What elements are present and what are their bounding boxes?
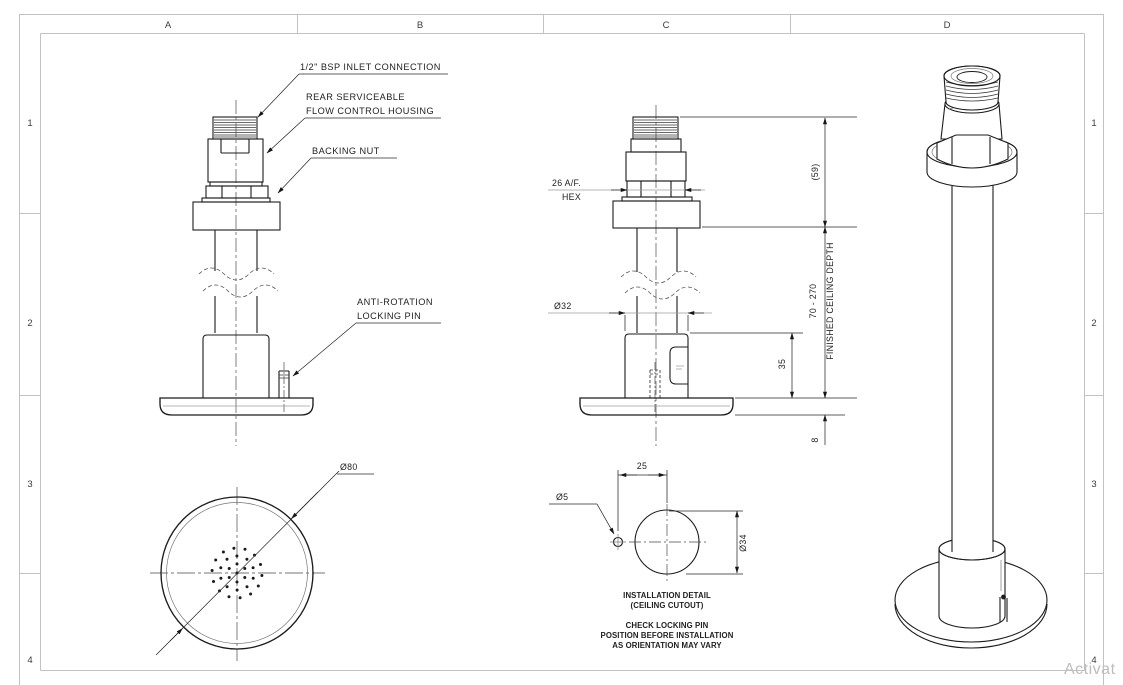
side-extension-lines	[680, 116, 857, 416]
dim-hex-across-flats: 26 A/F. HEX	[548, 178, 705, 202]
isometric-view	[894, 65, 1048, 649]
dim-body-height-35: 35	[777, 332, 795, 399]
dim-35-value: 35	[777, 359, 787, 369]
front-callouts: 1/2" BSP INLET CONNECTION REAR SERVICEAB…	[257, 62, 448, 377]
front-flow-control-housing	[207, 138, 264, 187]
callout-inlet-connection: 1/2" BSP INLET CONNECTION	[300, 62, 441, 72]
spray-holes	[210, 546, 264, 600]
grid-row-2-right: 2	[1091, 318, 1096, 329]
front-ceiling-plate	[159, 397, 314, 416]
callout-anti-rotation-line1: ANTI-ROTATION	[357, 297, 433, 307]
note-installation-detail: INSTALLATION DETAIL	[623, 591, 711, 600]
grid-row-2-left: 2	[27, 318, 32, 329]
side-ceiling-plate	[579, 397, 734, 416]
callout-rear-serviceable-line2: FLOW CONTROL HOUSING	[306, 106, 434, 116]
installation-detail-view: 25 Ø5 Ø34 INSTALLATION DETAIL (CEILING C…	[549, 461, 748, 650]
dim-hex-af-value: 26 A/F.	[552, 178, 581, 188]
grid-column-c: C	[663, 20, 670, 31]
front-locking-pin	[278, 362, 290, 414]
dim-body-diameter-32: Ø32	[548, 301, 712, 331]
dim-d32-value: Ø32	[554, 301, 572, 311]
dim-d5-value: Ø5	[556, 492, 568, 502]
side-elevation-view: 26 A/F. HEX Ø32 (59) 70 - 270 FINISHED C…	[548, 105, 857, 446]
pin-hole-detail: Ø5	[549, 492, 626, 550]
front-flange	[192, 201, 281, 231]
side-threaded-inlet	[632, 116, 679, 140]
plan-diameter-dimension: Ø80	[155, 462, 374, 656]
note-ceiling-cutout: (CEILING CUTOUT)	[631, 601, 704, 610]
dim-face-diameter: Ø80	[340, 462, 358, 472]
dim-ceiling-label: FINISHED CEILING DEPTH	[825, 242, 835, 360]
front-lower-body	[202, 334, 270, 398]
side-lower-body	[624, 333, 689, 398]
dim-59-value: (59)	[810, 164, 820, 181]
side-drop-tube	[620, 228, 701, 333]
dim-ceiling-range: 70 - 270	[808, 284, 818, 319]
dim-34-value: Ø34	[738, 534, 748, 552]
dim-offset-25: 25	[617, 461, 668, 531]
grid-row-4-left: 4	[27, 655, 32, 666]
grid-row-1-right: 1	[1091, 118, 1096, 129]
drawing-frame: A B C D 1 2 3 4 1 2 3 4	[19, 14, 1104, 685]
dim-cutout-diameter-34: Ø34	[669, 510, 748, 575]
note-check-pin-line3: AS ORIENTATION MAY VARY	[612, 641, 722, 650]
cutout-circle	[629, 504, 706, 581]
watermark-text: Activat	[1064, 661, 1116, 678]
grid-row-1-left: 1	[27, 118, 32, 129]
dim-plate-thickness-8: 8	[810, 414, 828, 445]
note-check-pin-line1: CHECK LOCKING PIN	[626, 621, 709, 630]
plan-inner-rim	[166, 502, 308, 644]
detail-notes: INSTALLATION DETAIL (CEILING CUTOUT) CHE…	[601, 591, 734, 650]
side-flange	[612, 200, 701, 229]
dim-hex-af-label: HEX	[562, 192, 581, 202]
dim-25-value: 25	[637, 461, 647, 471]
callout-anti-rotation-line2: LOCKING PIN	[357, 311, 421, 321]
iso-threaded-inlet	[943, 65, 1001, 111]
iso-hex-nut	[936, 134, 1009, 169]
plan-view-shower-face: Ø80	[150, 462, 374, 661]
side-locking-pin-hidden	[649, 362, 661, 414]
iso-drop-tube	[938, 168, 1006, 561]
grid-column-a: A	[165, 20, 172, 31]
note-check-pin-line2: POSITION BEFORE INSTALLATION	[601, 631, 734, 640]
grid-column-d: D	[944, 20, 951, 31]
iso-locking-pin	[999, 560, 1008, 622]
grid-row-4-right: 4	[1091, 655, 1096, 666]
grid-row-3-right: 3	[1091, 479, 1096, 490]
grid-column-b: B	[417, 20, 423, 31]
front-threaded-inlet	[212, 116, 258, 140]
plan-outer-rim	[160, 496, 314, 650]
callout-backing-nut: BACKING NUT	[312, 146, 380, 156]
front-elevation-view: 1/2" BSP INLET CONNECTION REAR SERVICEAB…	[159, 62, 448, 446]
callout-rear-serviceable-line1: REAR SERVICEABLE	[306, 92, 405, 102]
side-hex-nut	[621, 180, 693, 202]
dim-finished-ceiling-depth: 70 - 270 FINISHED CEILING DEPTH	[808, 226, 835, 399]
dim-height-59: (59)	[810, 117, 828, 228]
grid-row-3-left: 3	[27, 479, 32, 490]
dim-8-value: 8	[810, 437, 820, 442]
front-drop-tube	[198, 230, 279, 333]
